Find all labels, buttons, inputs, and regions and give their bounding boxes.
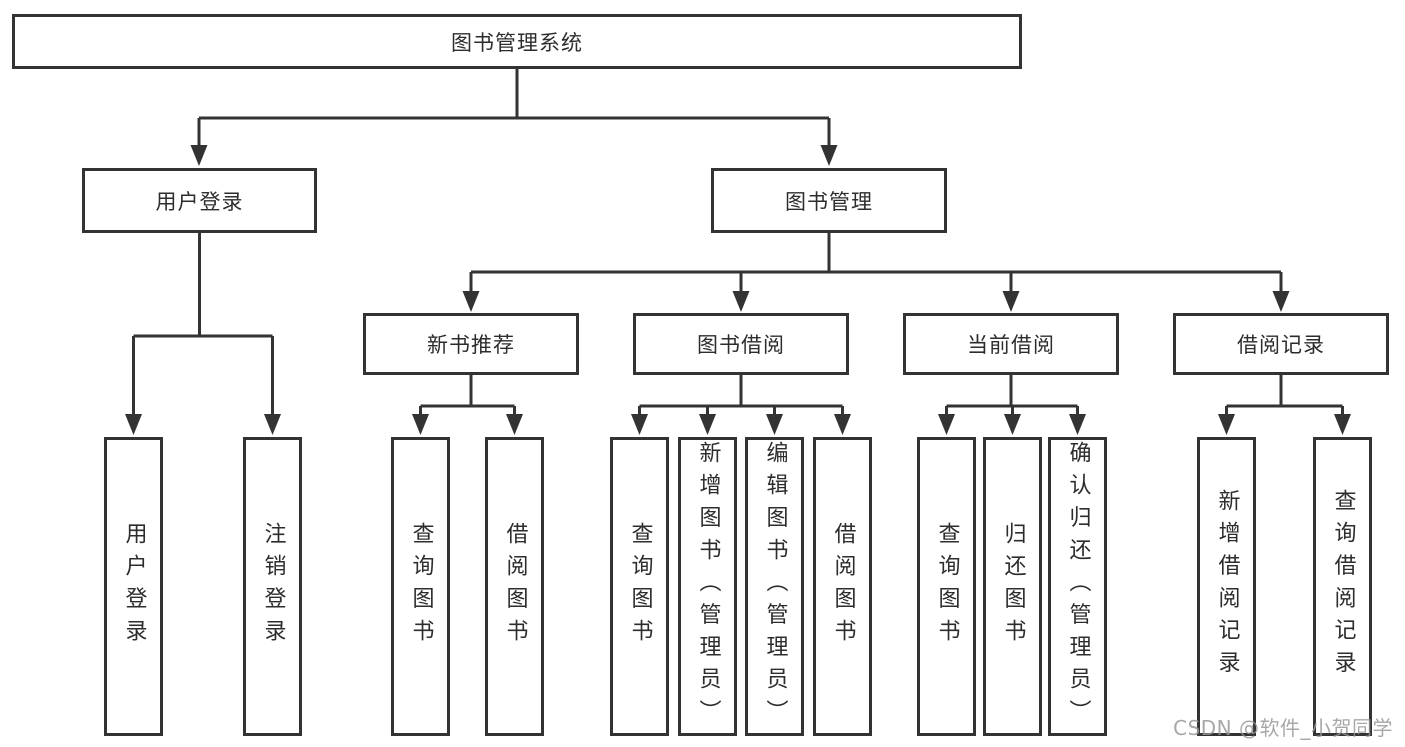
arrowhead: [190, 145, 208, 166]
node-leaf-add-borrow-record: 新增借阅记录: [1197, 437, 1256, 736]
arrowhead: [820, 145, 838, 166]
arrowhead: [264, 414, 281, 435]
arrowhead: [1002, 291, 1020, 312]
node-leaf-borrow-book-under-borrow: 借阅图书: [813, 437, 872, 736]
node-leaf-return-book: 归还图书: [983, 437, 1042, 736]
node-leaf-add-borrow-record-label: 新增借阅记录: [1214, 489, 1240, 684]
arrowhead: [412, 414, 429, 435]
node-leaf-user-login-label: 用户登录: [121, 521, 147, 652]
node-leaf-query-borrow-record-label: 查询借阅记录: [1330, 489, 1356, 684]
node-user-login-label: 用户登录: [155, 189, 244, 214]
node-new-book-rec-label: 新书推荐: [427, 333, 515, 357]
node-leaf-borrow-book-label: 借阅图书: [502, 521, 528, 652]
arrowhead: [1218, 414, 1235, 435]
arrowhead: [1069, 414, 1086, 435]
arrowhead: [834, 414, 851, 435]
connector-borrow-record-children: [1218, 375, 1351, 435]
node-leaf-logout-login-label: 注销登录: [260, 521, 286, 652]
connector-book-borrow-children: [631, 375, 851, 435]
arrowhead: [462, 291, 480, 312]
arrowhead: [732, 291, 750, 312]
node-leaf-user-login: 用户登录: [104, 437, 163, 736]
arrowhead: [938, 414, 955, 435]
node-leaf-query-book-under-borrow: 查询图书: [610, 437, 669, 736]
node-new-book-rec: 新书推荐: [363, 313, 579, 375]
node-leaf-edit-book-admin: 编辑图书（管理员）: [745, 437, 804, 736]
arrowhead: [1272, 291, 1290, 312]
node-current-borrow: 当前借阅: [903, 313, 1119, 375]
node-leaf-query-book-under-recommend: 查询图书: [391, 437, 450, 736]
node-leaf-query-book-label: 查询图书: [627, 521, 653, 652]
arrowhead: [631, 414, 648, 435]
node-leaf-query-borrow-record: 查询借阅记录: [1313, 437, 1372, 736]
node-book-borrow-label: 图书借阅: [697, 333, 785, 357]
node-leaf-logout-login: 注销登录: [243, 437, 302, 736]
connector-user-login-children: [125, 233, 281, 435]
node-root: 图书管理系统: [12, 14, 1022, 69]
node-leaf-edit-book-admin-label: 编辑图书（管理员）: [762, 440, 788, 733]
node-leaf-add-book-admin-label: 新增图书（管理员）: [695, 440, 721, 733]
arrowhead: [699, 414, 716, 435]
node-leaf-confirm-return-admin: 确认归还（管理员）: [1048, 437, 1107, 736]
watermark: CSDN @软件_小贺同学: [1173, 716, 1393, 740]
connector-root-to-level2: [190, 69, 838, 166]
node-leaf-confirm-return-admin-label: 确认归还（管理员）: [1065, 440, 1091, 733]
node-root-label: 图书管理系统: [451, 30, 583, 55]
node-leaf-query-book-label: 查询图书: [934, 521, 960, 652]
node-book-mgmt: 图书管理: [711, 168, 947, 233]
node-leaf-query-book-label: 查询图书: [408, 521, 434, 652]
node-user-login: 用户登录: [82, 168, 317, 233]
node-borrow-record-label: 借阅记录: [1237, 333, 1325, 357]
arrowhead: [1334, 414, 1351, 435]
node-current-borrow-label: 当前借阅: [967, 333, 1055, 357]
node-leaf-borrow-book-under-recommend: 借阅图书: [485, 437, 544, 736]
connector-book-mgmt-children: [462, 233, 1290, 312]
arrowhead: [1004, 414, 1021, 435]
connector-current-borrow-children: [938, 375, 1086, 435]
node-leaf-add-book-admin: 新增图书（管理员）: [678, 437, 737, 736]
arrowhead: [506, 414, 523, 435]
arrowhead: [125, 414, 142, 435]
node-leaf-borrow-book-label: 借阅图书: [830, 521, 856, 652]
node-book-mgmt-label: 图书管理: [785, 189, 873, 214]
node-leaf-query-book-under-current: 查询图书: [917, 437, 976, 736]
arrowhead: [766, 414, 783, 435]
node-book-borrow: 图书借阅: [633, 313, 849, 375]
node-borrow-record: 借阅记录: [1173, 313, 1389, 375]
node-leaf-return-book-label: 归还图书: [1000, 521, 1026, 652]
connector-new-book-rec-children: [412, 375, 523, 435]
